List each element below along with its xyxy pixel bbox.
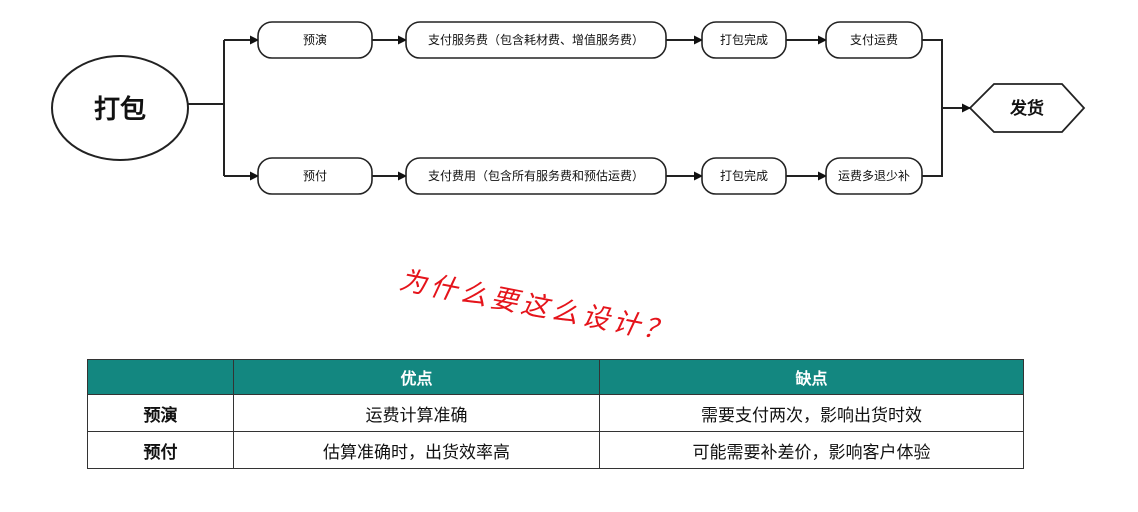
top-step-1-label: 预演 (303, 32, 327, 47)
start-node-label: 打包 (94, 94, 146, 125)
design-question: 为什么要这么设计？ (396, 264, 677, 349)
bottom-step-3-label: 打包完成 (720, 168, 768, 183)
flow-diagram: 打包 预演 支付服务费（包含耗材费、增值服务费） 打包完成 支付运费 预付 支付… (51, 21, 1086, 195)
row-con: 可能需要补差价，影响客户体验 (599, 431, 1024, 469)
row-con: 需要支付两次，影响出货时效 (599, 394, 1024, 432)
row-label: 预演 (87, 394, 234, 432)
top-step-3-label: 打包完成 (720, 32, 768, 47)
top-step-4-label: 支付运费 (850, 33, 898, 47)
table-row: 预付 估算准确时，出货效率高 可能需要补差价，影响客户体验 (87, 431, 1024, 469)
top-step-2-label: 支付服务费（包含耗材费、增值服务费） (428, 32, 644, 47)
row-pro: 估算准确时，出货效率高 (233, 431, 600, 469)
table-header-corner (87, 359, 234, 395)
row-pro: 运费计算准确 (233, 394, 600, 432)
merge-connector (922, 39, 943, 177)
start-node (51, 55, 189, 161)
table-row: 预演 运费计算准确 需要支付两次，影响出货时效 (87, 394, 1024, 432)
bottom-step-2-label: 支付费用（包含所有服务费和预估运费） (428, 168, 644, 183)
table-header-pros: 优点 (233, 359, 600, 395)
bottom-step-1-label: 预付 (303, 169, 327, 183)
table-header-row: 优点 缺点 (87, 359, 1024, 395)
comparison-table: 优点 缺点 预演 运费计算准确 需要支付两次，影响出货时效 预付 估算准确时，出… (87, 359, 1024, 469)
bottom-step-4-label: 运费多退少补 (838, 169, 910, 183)
ship-node-label: 发货 (1009, 98, 1044, 119)
row-label: 预付 (87, 431, 234, 469)
ship-node (968, 83, 1086, 133)
branch-connector (188, 40, 225, 176)
table-header-cons: 缺点 (599, 359, 1024, 395)
